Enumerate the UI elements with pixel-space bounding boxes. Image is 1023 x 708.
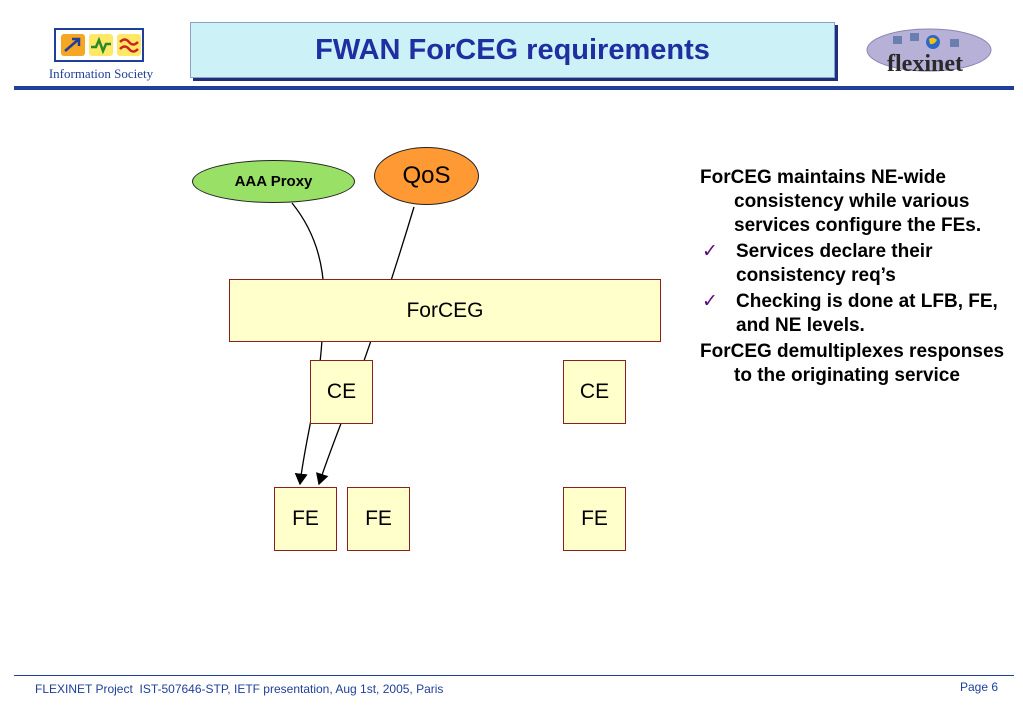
ce-box-left: CE bbox=[310, 360, 373, 424]
logo-tile-arrow bbox=[61, 34, 85, 56]
fe-label-2: FE bbox=[365, 507, 392, 530]
bullet-text: Checking is done at LFB, FE, and NE leve… bbox=[736, 291, 998, 336]
page-title: FWAN ForCEG requirements bbox=[315, 33, 710, 66]
header-divider bbox=[14, 86, 1014, 90]
aaa-to-fe-arrow bbox=[291, 202, 325, 486]
qos-node: QoS bbox=[374, 147, 479, 205]
aaa-proxy-label: AAA Proxy bbox=[234, 173, 313, 190]
logo-tiles bbox=[54, 28, 144, 62]
fe-box-2: FE bbox=[347, 487, 410, 551]
flexinet-logo-text: flexinet bbox=[887, 51, 963, 77]
bullet-text: Services declare their consistency req’s bbox=[736, 241, 933, 286]
flexinet-logo-graphic: flexinet bbox=[866, 28, 992, 77]
qos-label: QoS bbox=[402, 162, 451, 189]
forceg-box: ForCEG bbox=[229, 279, 661, 342]
check-bullet-item: ✓ Checking is done at LFB, FE, and NE le… bbox=[700, 290, 1010, 338]
bullet-item: ForCEG maintains NE-wide consistency whi… bbox=[700, 167, 982, 236]
logo-caption: Information Society bbox=[48, 66, 154, 81]
footer-text: FLEXINET Project IST-507646-STP, IETF pr… bbox=[35, 682, 444, 696]
checkmark-icon: ✓ bbox=[702, 291, 718, 312]
wave-icon bbox=[119, 38, 139, 53]
checkmark-icon: ✓ bbox=[702, 241, 718, 262]
pulse-icon bbox=[91, 36, 111, 55]
aaa-proxy-node: AAA Proxy bbox=[192, 160, 355, 203]
fe-box-3: FE bbox=[563, 487, 626, 551]
page-number: Page 6 bbox=[960, 680, 999, 694]
check-bullet-item: ✓ Services declare their consistency req… bbox=[700, 240, 1010, 288]
fe-label-3: FE bbox=[581, 507, 608, 530]
fe-label-1: FE bbox=[292, 507, 319, 530]
bullet-item: ForCEG demultiplexes responses to the or… bbox=[700, 341, 1005, 386]
flexinet-logo: flexinet bbox=[855, 28, 995, 86]
fe-box-1: FE bbox=[274, 487, 337, 551]
ce-box-right: CE bbox=[563, 360, 626, 424]
ce-label-left: CE bbox=[326, 380, 357, 403]
logo-tile-wave bbox=[117, 34, 141, 56]
ce-label-right: CE bbox=[579, 380, 610, 403]
forceg-label: ForCEG bbox=[406, 298, 484, 322]
arrow-icon bbox=[64, 37, 81, 52]
information-society-logo: Information Society bbox=[36, 28, 166, 88]
bullet-list: ForCEG maintains NE-wide consistency whi… bbox=[700, 166, 1010, 390]
qos-to-fe-arrow bbox=[316, 206, 415, 486]
title-banner: FWAN ForCEG requirements bbox=[190, 22, 835, 78]
footer-divider bbox=[14, 675, 1014, 676]
logo-tile-pulse bbox=[89, 34, 113, 56]
